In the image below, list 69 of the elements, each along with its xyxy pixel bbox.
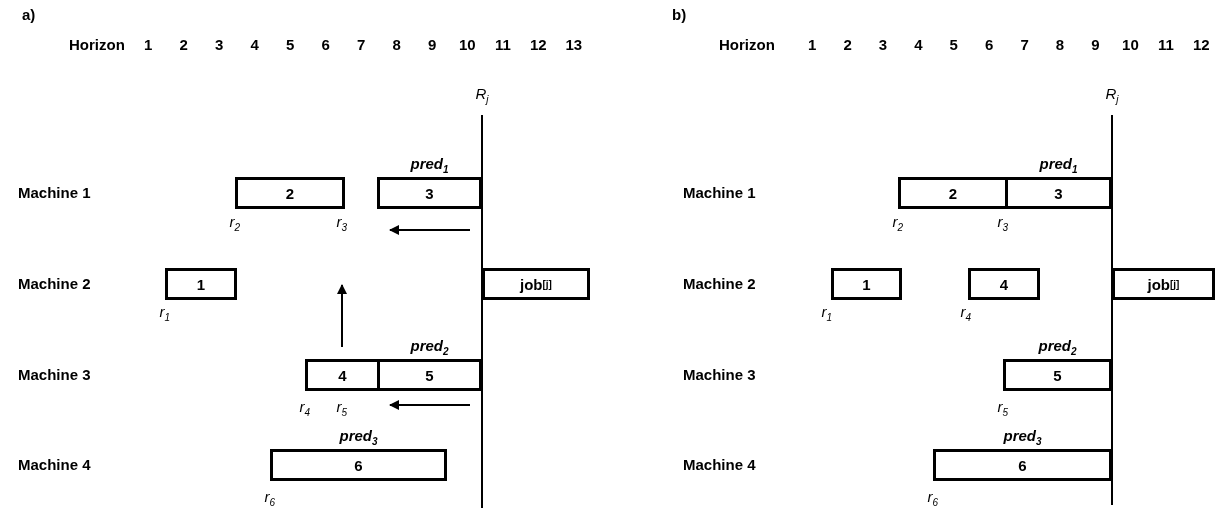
release-label: r$_{5}$: [336, 398, 348, 420]
job-bar: 4: [968, 268, 1040, 300]
job-bar: 4: [305, 359, 380, 391]
tick-label: 8: [1055, 36, 1065, 54]
job-bar: 1: [165, 268, 237, 300]
panel-label: a): [22, 6, 36, 24]
tick-label: 2: [179, 36, 188, 54]
row-label: Machine 3: [683, 366, 756, 384]
predecessor-label: pred$_{2}$: [410, 337, 449, 359]
tick-label: 6: [985, 36, 994, 54]
tick-label: 9: [428, 36, 437, 54]
tick-label: 1: [808, 36, 817, 54]
release-label: r$_{2}$: [892, 213, 904, 235]
job-bar: 1: [831, 268, 902, 300]
row-label: Machine 1: [683, 184, 756, 202]
tick-label: 8: [392, 36, 401, 54]
reference-label: R$_{j}$: [1105, 85, 1119, 107]
job-bar: 6: [270, 449, 447, 481]
tick-label: 5: [949, 36, 958, 54]
release-label: r$_{6}$: [264, 488, 276, 510]
tick-label: 1: [144, 36, 153, 54]
job-bar: 6: [933, 449, 1112, 481]
row-label: Machine 4: [18, 456, 91, 474]
tick-label: 7: [1020, 36, 1029, 54]
release-label: r$_{4}$: [299, 398, 311, 420]
job-bar: 3: [1005, 177, 1112, 209]
row-label: Machine 4: [683, 456, 756, 474]
tick-label: 7: [357, 36, 366, 54]
job-bar: 5: [1003, 359, 1112, 391]
tick-label: 4: [250, 36, 259, 54]
axis-title: Horizon: [719, 36, 775, 54]
predecessor-label: pred$_{2}$: [1038, 337, 1077, 359]
release-label: r$_{4}$: [960, 303, 972, 325]
release-label: r$_{6}$: [927, 488, 939, 510]
row-label: Machine 1: [18, 184, 91, 202]
axis-title: Horizon: [69, 36, 125, 54]
job-bar: 5: [377, 359, 482, 391]
predecessor-label: pred$_{3}$: [1003, 427, 1042, 449]
predecessor-label: pred$_{1}$: [410, 155, 449, 177]
tick-label: 10: [1122, 36, 1139, 54]
tick-label: 12: [1192, 36, 1210, 54]
tick-label: 11: [1158, 36, 1174, 54]
tick-label: 4: [914, 36, 923, 54]
release-label: r$_{3}$: [997, 213, 1009, 235]
tick-label: 12: [530, 36, 547, 54]
tick-label: 10: [459, 36, 476, 54]
tick-label: 2: [843, 36, 852, 54]
job-bar: 2: [898, 177, 1008, 209]
panel-label: b): [672, 6, 687, 24]
release-label: r$_{3}$: [336, 213, 348, 235]
row-label: Machine 2: [18, 275, 91, 293]
job-bar: 2: [235, 177, 345, 209]
job-bar: 3: [377, 177, 482, 209]
row-label: Machine 2: [683, 275, 756, 293]
tick-label: 3: [215, 36, 224, 54]
release-label: r$_{2}$: [229, 213, 241, 235]
release-label: r$_{5}$: [997, 398, 1009, 420]
tick-label: 13: [565, 36, 583, 54]
tick-label: 5: [286, 36, 295, 54]
predecessor-label: pred$_{3}$: [339, 427, 378, 449]
predecessor-label: pred$_{1}$: [1039, 155, 1078, 177]
row-label: Machine 3: [18, 366, 91, 384]
tick-label: 11: [495, 36, 511, 54]
tick-label: 9: [1091, 36, 1100, 54]
release-label: r$_{1}$: [159, 303, 171, 325]
tick-label: 6: [321, 36, 330, 54]
release-label: r$_{1}$: [821, 303, 833, 325]
reference-label: R$_{j}$: [475, 85, 489, 107]
tick-label: 3: [878, 36, 888, 54]
